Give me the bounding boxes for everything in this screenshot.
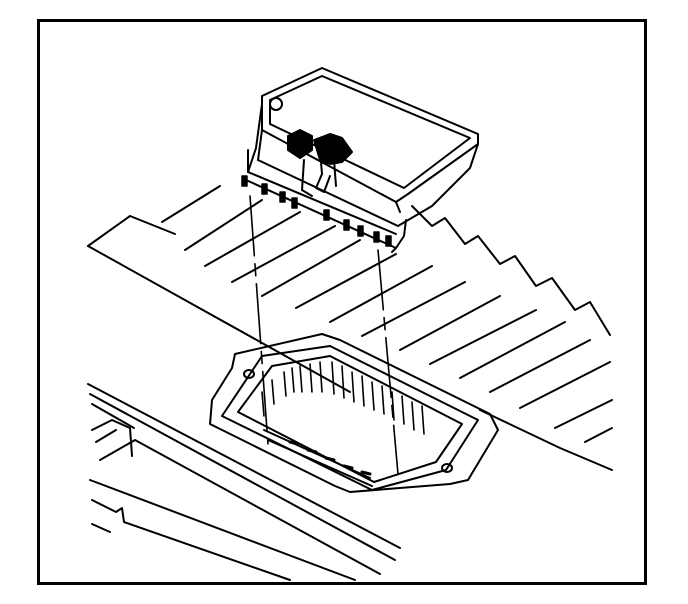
module-corner-screw (269, 97, 283, 111)
mounting-hole-right (441, 463, 453, 473)
module-socket (209, 333, 499, 493)
mounting-surface (87, 245, 613, 581)
mounting-hole-left (243, 369, 255, 379)
alignment-guides (249, 195, 399, 475)
heat-sink-fins (87, 185, 613, 443)
relay-module (241, 67, 479, 253)
